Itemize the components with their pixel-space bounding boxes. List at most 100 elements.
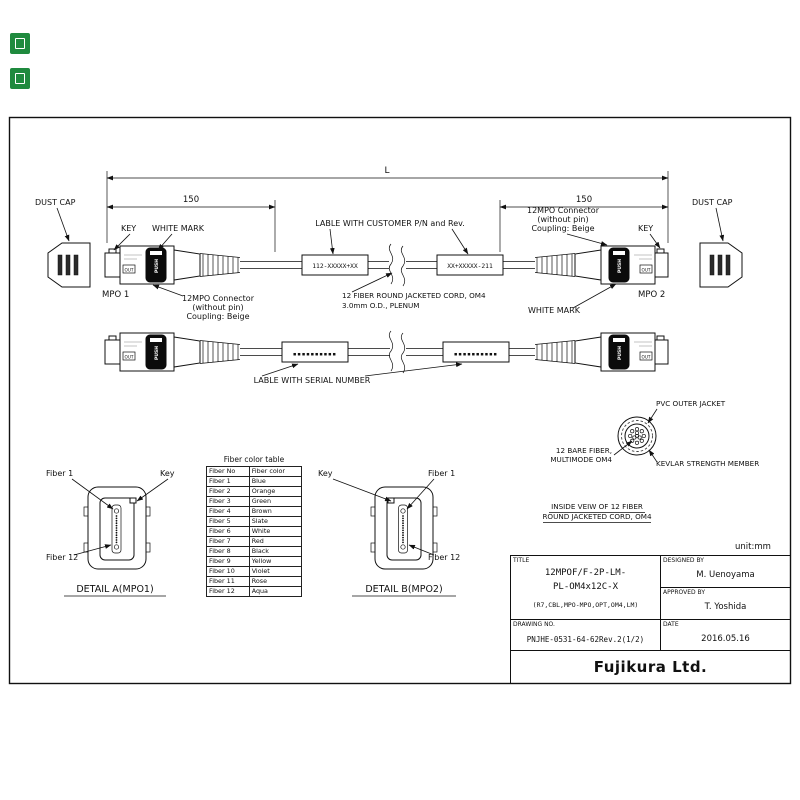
dust-cap-right	[699, 242, 743, 288]
push-print: PUSH	[154, 259, 160, 273]
dust-cap-left	[47, 242, 91, 288]
white-mark-left-label: WHITE MARK	[152, 224, 205, 233]
drawing-title-line-2: PL-OM4x12C-X	[552, 582, 619, 592]
detail-b-fiber1-label: Fiber 1	[428, 469, 455, 478]
push-print: PUSH	[617, 259, 623, 273]
strain-relief	[534, 340, 576, 364]
cord-cross-section: PVC OUTER JACKET 12 BARE FIBER, MULTIMOD…	[542, 399, 759, 523]
push-tab	[145, 247, 167, 283]
approved-by-name: T. Yoshida	[704, 602, 747, 612]
mpo-connector-left-2: OUT PUSH	[104, 332, 241, 372]
connector-note-bl-2: (without pin)	[192, 303, 243, 312]
fiber-table-title: Fiber color table	[223, 455, 285, 464]
connector-note-bl-3: Coupling: Beige	[186, 312, 249, 321]
push-tab	[608, 247, 630, 283]
detail-b-title: DETAIL B(MPO2)	[365, 584, 442, 595]
drawing-border	[8, 116, 792, 685]
out-print: OUT	[642, 268, 651, 273]
pn-text-left: 112-XXXXX+XX	[312, 263, 358, 270]
strain-relief	[534, 253, 576, 277]
out-box	[122, 351, 136, 361]
drawing-no-cell: DRAWING NO. PNJHE-0531-64-62Rev.2(1/2)	[511, 620, 661, 651]
push-tab	[608, 334, 630, 370]
fiber-color-table: Fiber color table Fiber No Fiber color F…	[206, 455, 303, 597]
serial-label-note: LABLE WITH SERIAL NUMBER	[254, 376, 371, 385]
ferrule	[654, 339, 669, 365]
date-value: 2016.05.16	[701, 634, 750, 644]
detail-a-fiber12-label: Fiber 12	[46, 553, 78, 562]
pvc-outer-jacket-label: PVC OUTER JACKET	[656, 399, 726, 408]
out-box	[639, 351, 653, 361]
approved-by-label: APPROVED BY	[663, 589, 706, 596]
cross-section-caption-1: INSIDE VEIW OF 12 FIBER	[551, 502, 643, 511]
white-mark	[150, 338, 162, 342]
dim-total-label: L	[384, 166, 389, 176]
connector-note-tr-3: Coupling: Beige	[531, 224, 594, 233]
bare-fiber-label-1: 12 BARE FIBER,	[556, 446, 612, 455]
serial-label-box-left	[281, 341, 349, 363]
green-app-icon-2[interactable]	[10, 68, 30, 89]
key-notch	[656, 335, 665, 341]
approved-by-cell: APPROVED BY T. Yoshida	[661, 588, 790, 620]
pn-label-box-right	[436, 254, 504, 276]
white-mark	[150, 251, 162, 255]
out-box	[122, 264, 136, 274]
ferrule-slot	[111, 504, 122, 554]
boot	[173, 249, 201, 281]
detail-a-title: DETAIL A(MPO1)	[76, 584, 153, 595]
serial-label-box-right	[442, 341, 510, 363]
connector-note-bl-1: 12MPO Connector	[182, 294, 255, 303]
dim-right-label: 150	[576, 195, 592, 205]
out-box	[639, 264, 653, 274]
green-app-icon-1[interactable]	[10, 33, 30, 54]
designed-by-name: M. Uenoyama	[696, 570, 755, 580]
out-print: OUT	[125, 355, 134, 360]
dust-cap-left-label: DUST CAP	[35, 198, 76, 207]
unit-note: unit:mm	[735, 542, 771, 552]
col-header-fiber-no: Fiber No	[206, 466, 250, 477]
mpo-connector-right-2: OUT PUSH	[534, 332, 669, 372]
boot	[574, 249, 602, 281]
bare-fiber-label-2: MULTIMODE OM4	[550, 455, 612, 464]
push-print: PUSH	[154, 346, 160, 360]
pn-label-box-left	[301, 254, 369, 276]
drawing-title-line-3: (R7,CBL,MPO-MPO,OPT,OM4,LM)	[532, 601, 639, 609]
title-label: TITLE	[513, 557, 530, 564]
bare-fibers	[628, 427, 646, 445]
title-block: TITLE 12MPOF/F-2P-LM- PL-OM4x12C-X (R7,C…	[510, 555, 791, 684]
kevlar-label: KEVLAR STRENGTH MEMBER	[656, 459, 759, 468]
serial-marks-left: ▪▪▪▪▪▪▪▪▪▪	[293, 352, 337, 358]
dim-left-label: 150	[183, 195, 199, 205]
detail-a-fiber1-label: Fiber 1	[46, 469, 73, 478]
cord-note-2: 3.0mm O.D., PLENUM	[342, 301, 419, 310]
strain-relief	[199, 253, 241, 277]
designed-by-cell: DESIGNED BY M. Uenoyama	[661, 556, 790, 588]
mpo2-label: MPO 2	[638, 290, 665, 300]
dust-cap-right-label: DUST CAP	[692, 198, 733, 207]
key-notch	[656, 248, 665, 254]
cable	[240, 261, 535, 269]
cable-assembly-bottom-view: OUT PUSH ▪▪▪▪▪▪▪▪▪▪ ▪▪▪▪▪▪▪▪▪▪ OUT	[104, 330, 669, 385]
ferrule	[104, 252, 121, 278]
table-header-row: Fiber No Fiber color	[206, 466, 303, 477]
mpo-connector-right: OUT PUSH	[534, 245, 669, 285]
connector-face-inner	[99, 497, 135, 561]
white-mark-bottom-label: WHITE MARK	[528, 306, 581, 315]
fiber-dots	[115, 515, 118, 544]
kevlar-ring	[621, 420, 653, 452]
app-icon-glyph	[15, 38, 25, 49]
serial-marks-right: ▪▪▪▪▪▪▪▪▪▪	[454, 352, 498, 358]
company-cell: Fujikura Ltd.	[511, 651, 790, 683]
ferrule	[104, 339, 121, 365]
